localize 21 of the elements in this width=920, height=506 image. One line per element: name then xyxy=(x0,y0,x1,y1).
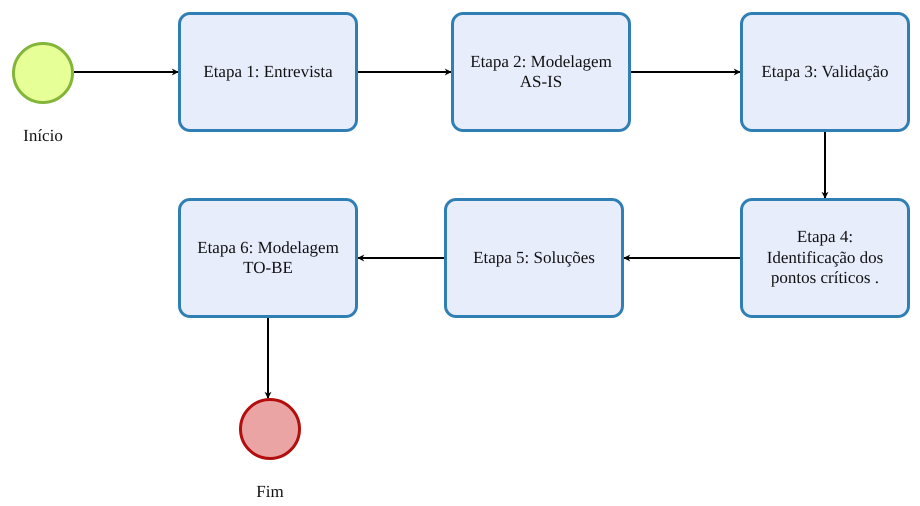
event-caption: Fim xyxy=(256,482,284,502)
arrow xyxy=(822,132,828,199)
process-box xyxy=(740,198,910,318)
step-label: Etapa 3: Validação xyxy=(761,62,889,82)
process-box xyxy=(444,198,624,318)
arrow xyxy=(623,254,740,262)
arrow xyxy=(357,254,444,262)
arrow xyxy=(264,318,272,399)
process-box xyxy=(178,12,358,132)
step-label: Etapa 5: Soluções xyxy=(473,248,595,268)
event-caption: Início xyxy=(23,126,63,146)
arrow xyxy=(74,68,179,76)
step-label: Etapa 1: Entrevista xyxy=(203,62,333,82)
process-box xyxy=(740,12,910,132)
process-box xyxy=(451,12,631,132)
step-label: Etapa 2: Modelagem AS-IS xyxy=(469,52,613,92)
arrow xyxy=(358,68,452,76)
arrow xyxy=(631,68,741,76)
step-label: Etapa 6: Modelagem TO-BE xyxy=(196,238,340,278)
process-box xyxy=(178,198,358,318)
step-label: Etapa 4: Identificação dos pontos críticos . xyxy=(766,227,884,289)
